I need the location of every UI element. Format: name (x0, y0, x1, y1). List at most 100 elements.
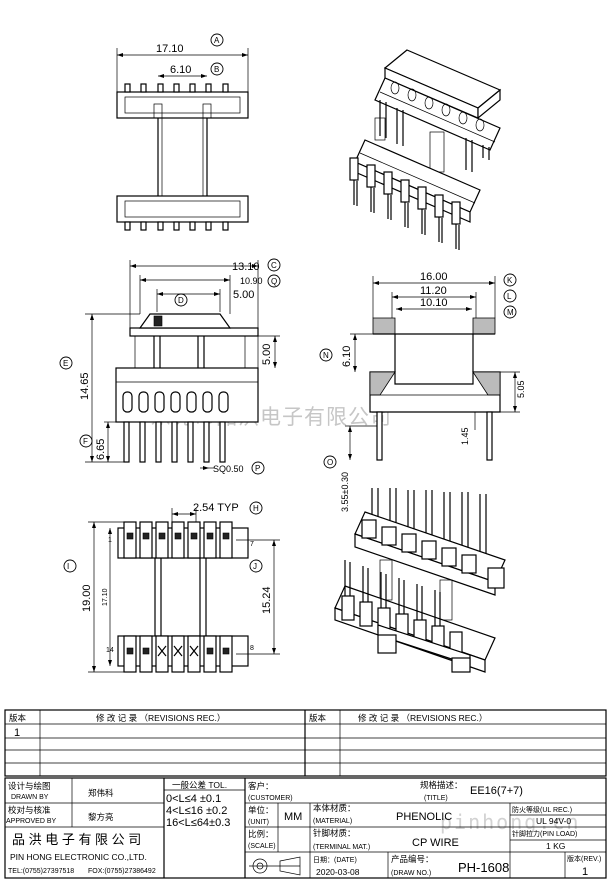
svg-text:J: J (253, 562, 257, 571)
callout-c (267, 258, 281, 272)
callout-k (503, 273, 517, 287)
svg-text:P: P (255, 464, 260, 473)
unit-label-en: (UNIT) (248, 819, 269, 826)
rev-ver-label-right: 版本 (309, 713, 327, 723)
svg-text:C: C (271, 261, 277, 270)
scale-label-cn: 比例： (248, 829, 274, 839)
company-tel: TEL:(0755)27397518 (8, 868, 74, 875)
drawno-label-cn: 产品编号： (391, 854, 434, 864)
callout-m (503, 305, 517, 319)
callout-l (503, 289, 517, 303)
dim-height-total: 14.65 (79, 372, 91, 400)
dim-pin-length: 6.65 (95, 439, 107, 460)
callout-b (210, 62, 224, 76)
isometric-view-top (349, 49, 502, 250)
svg-text:M: M (507, 308, 514, 317)
dim-front-mid: 11.20 (420, 285, 447, 297)
callout-p (251, 461, 265, 475)
company-fax: FOX:(0755)27386492 (88, 868, 156, 875)
title-label-en: (TITLE) (424, 795, 448, 802)
date-value: 2020-03-08 (316, 867, 360, 877)
dim-front-base: 5.05 (516, 380, 526, 398)
callout-o (323, 455, 337, 469)
callout-a (210, 33, 224, 47)
customer-label-cn: 客户： (248, 781, 274, 791)
pin-load-value: 1 KG (546, 841, 565, 851)
tolerance-row-1: 0<L≤4 ±0.1 (166, 793, 221, 805)
dim-pin-offset: 3.55±0.30 (340, 472, 350, 512)
svg-text:D: D (178, 296, 184, 305)
rev-row1-ver: 1 (14, 727, 20, 739)
dim-front-flange: 1.45 (460, 427, 470, 445)
callout-j (249, 559, 263, 573)
svg-text:K: K (507, 276, 513, 285)
top-view: 17.10 A 6.10 B (116, 33, 249, 231)
dim-top-pitch: 6.10 (170, 64, 191, 76)
dim-pin-pitch: 2.54 TYP (193, 502, 239, 514)
dim-side-outer: 13.10 (232, 261, 260, 273)
svg-text:E: E (63, 359, 68, 368)
callout-e (59, 356, 73, 370)
pin-load-label: 针脚拉力(PIN LOAD) (512, 829, 577, 838)
dim-front-step: 6.10 (341, 346, 353, 367)
dim-bottom-inner: 17.10 (102, 588, 109, 606)
isometric-view-bottom (334, 488, 506, 673)
dim-top-width: 17.10 (156, 43, 184, 55)
svg-text:F: F (83, 437, 88, 446)
dim-front-inner: 10.10 (420, 297, 448, 309)
drawn-by-name: 郑伟科 (88, 788, 114, 798)
svg-text:N: N (323, 351, 329, 360)
callout-f (79, 434, 93, 448)
rev-label: 版本(REV.) (567, 854, 601, 863)
callout-h (249, 501, 263, 515)
customer-label-en: (CUSTOMER) (248, 795, 293, 802)
dim-core-height: 5.00 (261, 344, 273, 365)
ul-label: 防火等级(UL REC.) (512, 805, 572, 814)
approved-by-name: 黎方亮 (88, 812, 114, 822)
company-name-en: PIN HONG ELECTRONIC CO.,LTD. (10, 852, 147, 862)
callout-d (174, 293, 188, 307)
scale-label-en: (SCALE) (248, 843, 276, 850)
material-value: PHENOLIC (396, 811, 452, 823)
drawn-by-en: DRAWN BY (11, 794, 49, 801)
terminal-label-cn: 针脚材质： (313, 828, 356, 838)
callout-i (63, 559, 77, 573)
svg-text:I: I (67, 562, 69, 571)
title-block: 设计与绘图 DRAWN BY 郑伟科 校对与核准 APPROVED BY 黎方亮… (4, 777, 607, 879)
drawno-label-en: (DRAW NO.) (391, 870, 431, 877)
dim-pin-section: SQ0.50 (213, 464, 244, 474)
dim-front-outer: 16.00 (420, 271, 448, 283)
pin-label-8: 8 (250, 645, 254, 652)
rev-value: 1 (582, 866, 588, 878)
rev-ver-label-left: 版本 (9, 713, 27, 723)
company-name-cn: 品 洪 电 子 有 限 公 司 (12, 832, 141, 847)
svg-text:H: H (253, 504, 259, 513)
material-label-cn: 本体材质： (313, 803, 356, 813)
front-view: 16.00 K 11.20 L 10.10 M 6.10 N (319, 271, 526, 512)
drawn-by-cn: 设计与绘图 (8, 781, 51, 791)
tolerance-row-2: 4<L≤16 ±0.2 (166, 805, 227, 817)
svg-text:A: A (214, 36, 220, 45)
date-label: 日期：(DATE) (313, 856, 357, 864)
bottom-view: 2.54 TYP H 1 7 (63, 501, 280, 673)
unit-value: MM (284, 811, 302, 823)
unit-label-cn: 单位： (248, 805, 274, 815)
watermark-site: pinhong.cn (440, 810, 580, 834)
drawno-value: PH-1608 (458, 860, 509, 875)
rev-rec-label-right: 修 改 记 录 （REVISIONS REC.） (358, 713, 487, 723)
callout-q (267, 274, 281, 288)
title-label-cn: 规格描述： (420, 780, 463, 790)
title-value: EE16(7+7) (470, 785, 523, 797)
projection-symbol (249, 856, 301, 876)
approved-by-en: APPROVED BY (6, 818, 57, 825)
svg-text:L: L (507, 292, 512, 301)
svg-text:Q: Q (271, 277, 277, 286)
dim-side-inner: 10.90 (240, 276, 263, 286)
pin-label-7: 7 (250, 541, 254, 548)
callout-n (319, 348, 333, 362)
tolerance-title: 一般公差 TOL. (172, 780, 227, 790)
revisions-table: 版本 修 改 记 录 （REVISIONS REC.） 版本 修 改 记 录 （… (4, 709, 607, 777)
dim-pin-row-spacing: 15.24 (261, 586, 273, 614)
ul-value: UL 94V-0 (536, 816, 571, 826)
